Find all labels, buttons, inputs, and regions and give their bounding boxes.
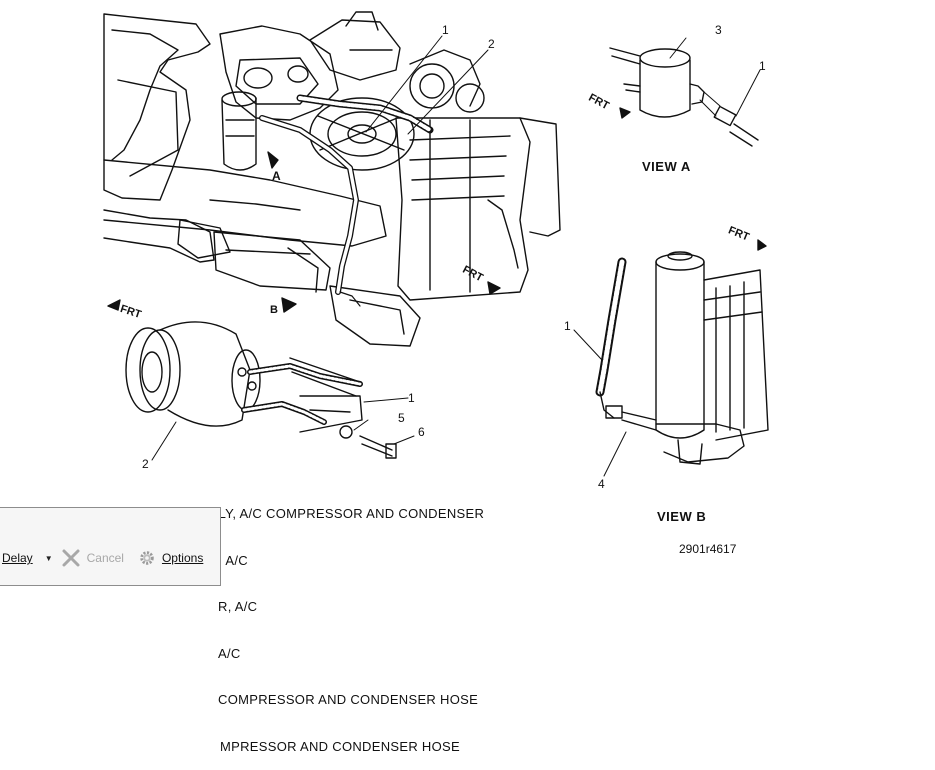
callout-main-2: 2 — [488, 37, 495, 51]
ac-hose-diagram — [103, 11, 769, 477]
figure-code: 2901r4617 — [679, 542, 737, 556]
view-a-drawing — [609, 37, 761, 147]
callout-view-b-marker: B — [270, 304, 278, 316]
callout-main-1: 1 — [442, 23, 449, 37]
view-b-drawing — [573, 239, 769, 477]
cancel-button[interactable]: Cancel — [59, 547, 126, 569]
view-a-title: VIEW A — [642, 159, 691, 174]
cancel-label: Cancel — [86, 551, 124, 565]
callout-view-b-4: 4 — [598, 477, 605, 491]
legend-line-4: A/C — [218, 645, 241, 661]
callout-view-a-1: 1 — [759, 59, 766, 73]
chevron-down-icon[interactable]: ▼ — [44, 553, 53, 563]
options-label: Options — [161, 551, 204, 565]
delay-label: Delay — [2, 551, 33, 565]
view-arrows-main — [107, 151, 501, 313]
legend-line-5: COMPRESSOR AND CONDENSER HOSE — [218, 692, 479, 707]
callout-lower-5: 5 — [398, 411, 405, 425]
callout-lower-6: 6 — [418, 425, 425, 439]
legend-line-6: MPRESSOR AND CONDENSER HOSE — [220, 738, 460, 754]
callout-view-b-1: 1 — [564, 319, 571, 333]
snip-toolbar: Delay ▼ Cancel Options — [0, 546, 221, 570]
delay-button[interactable]: Delay — [0, 547, 35, 569]
engine-bay-drawing — [103, 11, 561, 347]
callout-lower-2: 2 — [142, 457, 149, 471]
view-b-title: VIEW B — [657, 509, 707, 524]
snipping-tool-panel: Delay ▼ Cancel Options — [0, 507, 221, 586]
gear-icon — [140, 551, 154, 565]
callout-view-a-3: 3 — [715, 23, 722, 37]
legend-line-3: R, A/C — [218, 599, 258, 614]
ac-hose-main — [259, 94, 434, 307]
callout-view-a-marker: A — [272, 169, 281, 183]
close-icon — [62, 549, 80, 567]
options-button[interactable]: Options — [136, 547, 205, 569]
leaders-main — [365, 35, 489, 135]
callout-lower-1: 1 — [408, 391, 415, 405]
compressor-detail — [125, 321, 415, 461]
